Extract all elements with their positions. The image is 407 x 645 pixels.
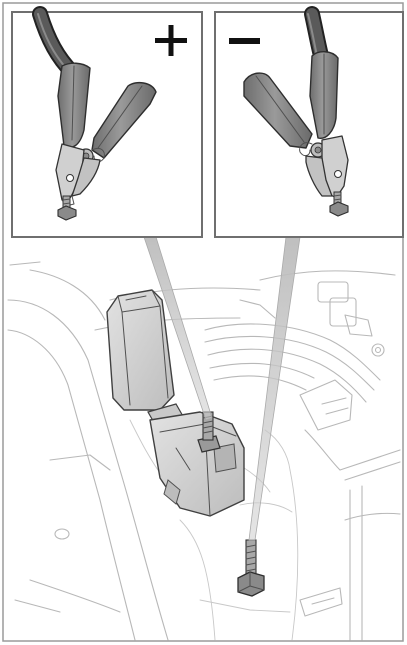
negative-sign: − xyxy=(229,38,260,44)
positive-clamp-panel: + xyxy=(11,6,203,238)
negative-clamp-panel: − xyxy=(214,6,404,238)
positive-sign: + xyxy=(155,25,187,56)
ground-bolt xyxy=(237,539,265,597)
positive-terminal-box xyxy=(106,289,245,517)
negative-pointer-beam xyxy=(248,236,301,541)
